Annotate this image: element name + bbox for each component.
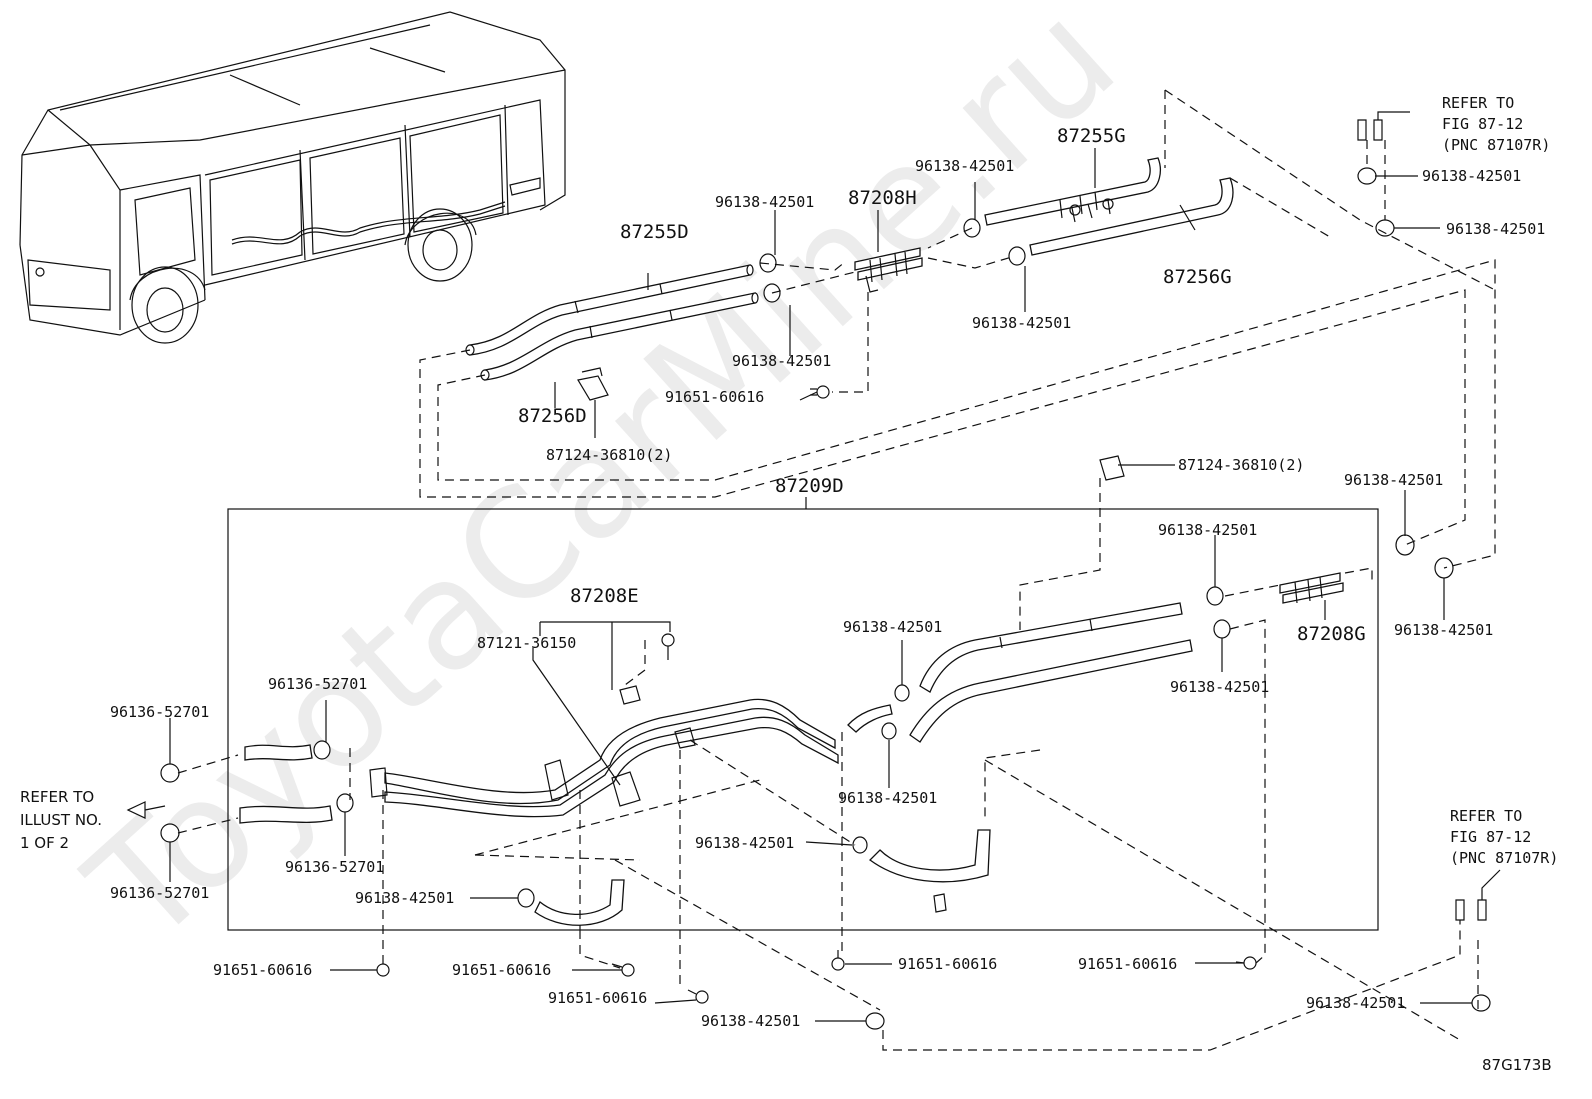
label-clamp-5: 96138-42501 (1422, 167, 1521, 185)
label-clamp-8: 96138-42501 (1158, 521, 1257, 539)
joint-87208g (1279, 572, 1344, 604)
diagram-code: 87G173B (1482, 1056, 1552, 1074)
label-bolt-5: 91651-60616 (1078, 955, 1177, 973)
label-96136-3: 96136-52701 (285, 858, 384, 876)
label-87208h: 87208H (848, 187, 917, 209)
refer-illust-line3: 1 OF 2 (20, 834, 69, 852)
label-87256g: 87256G (1163, 266, 1232, 288)
bolt-upper (810, 385, 830, 399)
label-87208e: 87208E (570, 585, 639, 607)
dashed-leaders (177, 89, 1496, 1051)
labels: 87255D 87256D 87124-36810(2) 96138-42501… (20, 94, 1558, 1074)
label-clamp-12: 96138-42501 (838, 789, 937, 807)
label-clamp-14: 96138-42501 (355, 889, 454, 907)
label-clamp-10: 96138-42501 (1170, 678, 1269, 696)
label-87124-upper: 87124-36810(2) (546, 446, 672, 464)
refer-bottom-line2: FIG 87-12 (1450, 828, 1531, 846)
label-87255d: 87255D (620, 221, 689, 243)
short-hoses (239, 744, 991, 926)
joint-87208h (854, 247, 923, 293)
label-96136-2: 96136-52701 (110, 703, 209, 721)
label-clamp-7: 96138-42501 (1344, 471, 1443, 489)
label-87255g: 87255G (1057, 125, 1126, 147)
refer-top-line2: FIG 87-12 (1442, 115, 1523, 133)
label-clamp-4: 96138-42501 (972, 314, 1071, 332)
label-clamp-15: 96138-42501 (701, 1012, 800, 1030)
refer-hoses-bottom (1455, 869, 1501, 921)
label-clamp-2: 96138-42501 (732, 352, 831, 370)
brackets (369, 455, 1125, 913)
main-pipes (384, 602, 1193, 818)
label-clamp-16: 96138-42501 (1306, 994, 1405, 1012)
clamps-group (160, 534, 1454, 908)
label-bolt-2: 91651-60616 (452, 961, 551, 979)
refer-hoses-top (1357, 111, 1410, 237)
leader-lines (126, 148, 1472, 1022)
clamp-87124-upper (577, 367, 609, 401)
label-clamp-1: 96138-42501 (715, 193, 814, 211)
label-87121: 87121-36150 (477, 634, 576, 652)
refer-illust-line2: ILLUST NO. (20, 811, 102, 829)
label-clamp-11: 96138-42501 (843, 618, 942, 636)
label-bolt-4: 91651-60616 (898, 955, 997, 973)
pipe-87255g (984, 157, 1161, 226)
label-bolt-upper: 91651-60616 (665, 388, 764, 406)
label-clamp-13: 96138-42501 (695, 834, 794, 852)
label-clamp-6: 96138-42501 (1446, 220, 1545, 238)
refer-bottom-line1: REFER TO (1450, 807, 1522, 825)
pipe-87255d (465, 264, 754, 356)
label-bolt-1: 91651-60616 (213, 961, 312, 979)
label-87208g: 87208G (1297, 623, 1366, 645)
refer-illust-line1: REFER TO (20, 788, 94, 806)
label-clamp-9: 96138-42501 (1394, 621, 1493, 639)
refer-bottom-line3: (PNC 87107R) (1450, 849, 1558, 867)
bus-illustration (19, 11, 566, 344)
label-87124-lower: 87124-36810(2) (1178, 456, 1304, 474)
label-87209d: 87209D (775, 475, 844, 497)
label-87256d: 87256D (518, 405, 587, 427)
group-frame-87209d (227, 508, 1379, 931)
label-bolt-3: 91651-60616 (548, 989, 647, 1007)
label-clamp-3: 96138-42501 (915, 157, 1014, 175)
label-96136-1: 96136-52701 (268, 675, 367, 693)
refer-top-line1: REFER TO (1442, 94, 1514, 112)
label-96136-4: 96136-52701 (110, 884, 209, 902)
refer-top-line3: (PNC 87107R) (1442, 136, 1550, 154)
